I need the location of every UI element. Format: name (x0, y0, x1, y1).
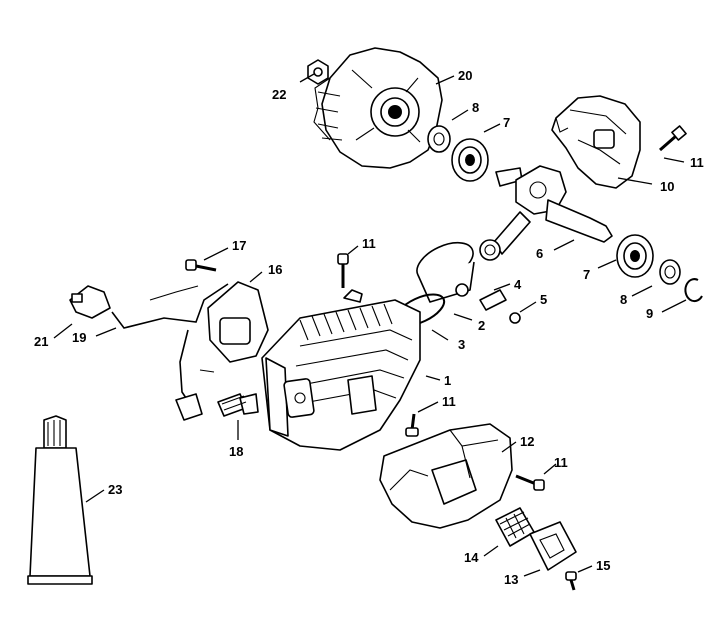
callout-15: 15 (596, 558, 610, 573)
leader-lines (53, 73, 687, 577)
callout-1: 1 (444, 373, 451, 388)
muffler (379, 423, 513, 529)
screw-cylinder-bottom (405, 413, 419, 437)
cover-plate (529, 521, 577, 571)
callout-7-top: 7 (503, 115, 510, 130)
callout-4: 4 (514, 277, 522, 292)
callout-11-top-right: 11 (690, 155, 704, 170)
screw-muffler (515, 474, 545, 491)
crankcase-bottom-half (551, 95, 641, 189)
callout-20: 20 (458, 68, 472, 83)
screw-cylinder-top (337, 253, 349, 288)
ball-bearing-top (451, 138, 489, 182)
oil-seal-top (427, 125, 451, 153)
oil-seal-right (659, 259, 681, 285)
callout-18: 18 (229, 444, 243, 459)
callout-23: 23 (108, 482, 122, 497)
callout-19: 19 (72, 330, 86, 345)
crankcase-half (313, 47, 443, 169)
grease-tube (27, 415, 93, 585)
contact-spring (69, 285, 111, 319)
screw-top-right (659, 125, 687, 152)
callout-2: 2 (478, 318, 485, 333)
callout-11-muffler: 11 (554, 455, 568, 470)
callout-14: 14 (464, 550, 479, 565)
short-circuit-wire (111, 283, 229, 329)
callout-21: 21 (34, 334, 48, 349)
piston-pin-clip (509, 312, 521, 324)
callout-10: 10 (660, 179, 674, 194)
nut (307, 59, 329, 85)
callout-13: 13 (504, 572, 518, 587)
callout-7-right: 7 (583, 267, 590, 282)
callout-22: 22 (272, 87, 286, 102)
callout-6: 6 (536, 246, 543, 261)
spark-arresting-screen (495, 507, 535, 547)
callout-9: 9 (646, 306, 653, 321)
callout-labels: 22 20 8 7 11 10 6 7 8 9 4 5 2 3 1 11 16 … (34, 68, 704, 587)
callout-11-cylinder-bottom: 11 (442, 394, 456, 409)
callout-3: 3 (458, 337, 465, 352)
callout-5: 5 (540, 292, 547, 307)
screw-ignition (185, 259, 217, 272)
spark-plug (217, 393, 259, 417)
piston (416, 241, 475, 303)
callout-12: 12 (520, 434, 534, 449)
callout-11-cylinder-top: 11 (362, 236, 376, 251)
callout-8-right: 8 (620, 292, 627, 307)
screw-cover-plate (565, 571, 577, 591)
piston-pin (479, 289, 507, 311)
ignition-module (175, 281, 269, 421)
circlip (684, 278, 703, 303)
cylinder (261, 289, 421, 451)
callout-16: 16 (268, 262, 282, 277)
callout-17: 17 (232, 238, 246, 253)
callout-8-top: 8 (472, 100, 479, 115)
crankshaft (479, 165, 613, 261)
ball-bearing-right (616, 234, 654, 278)
